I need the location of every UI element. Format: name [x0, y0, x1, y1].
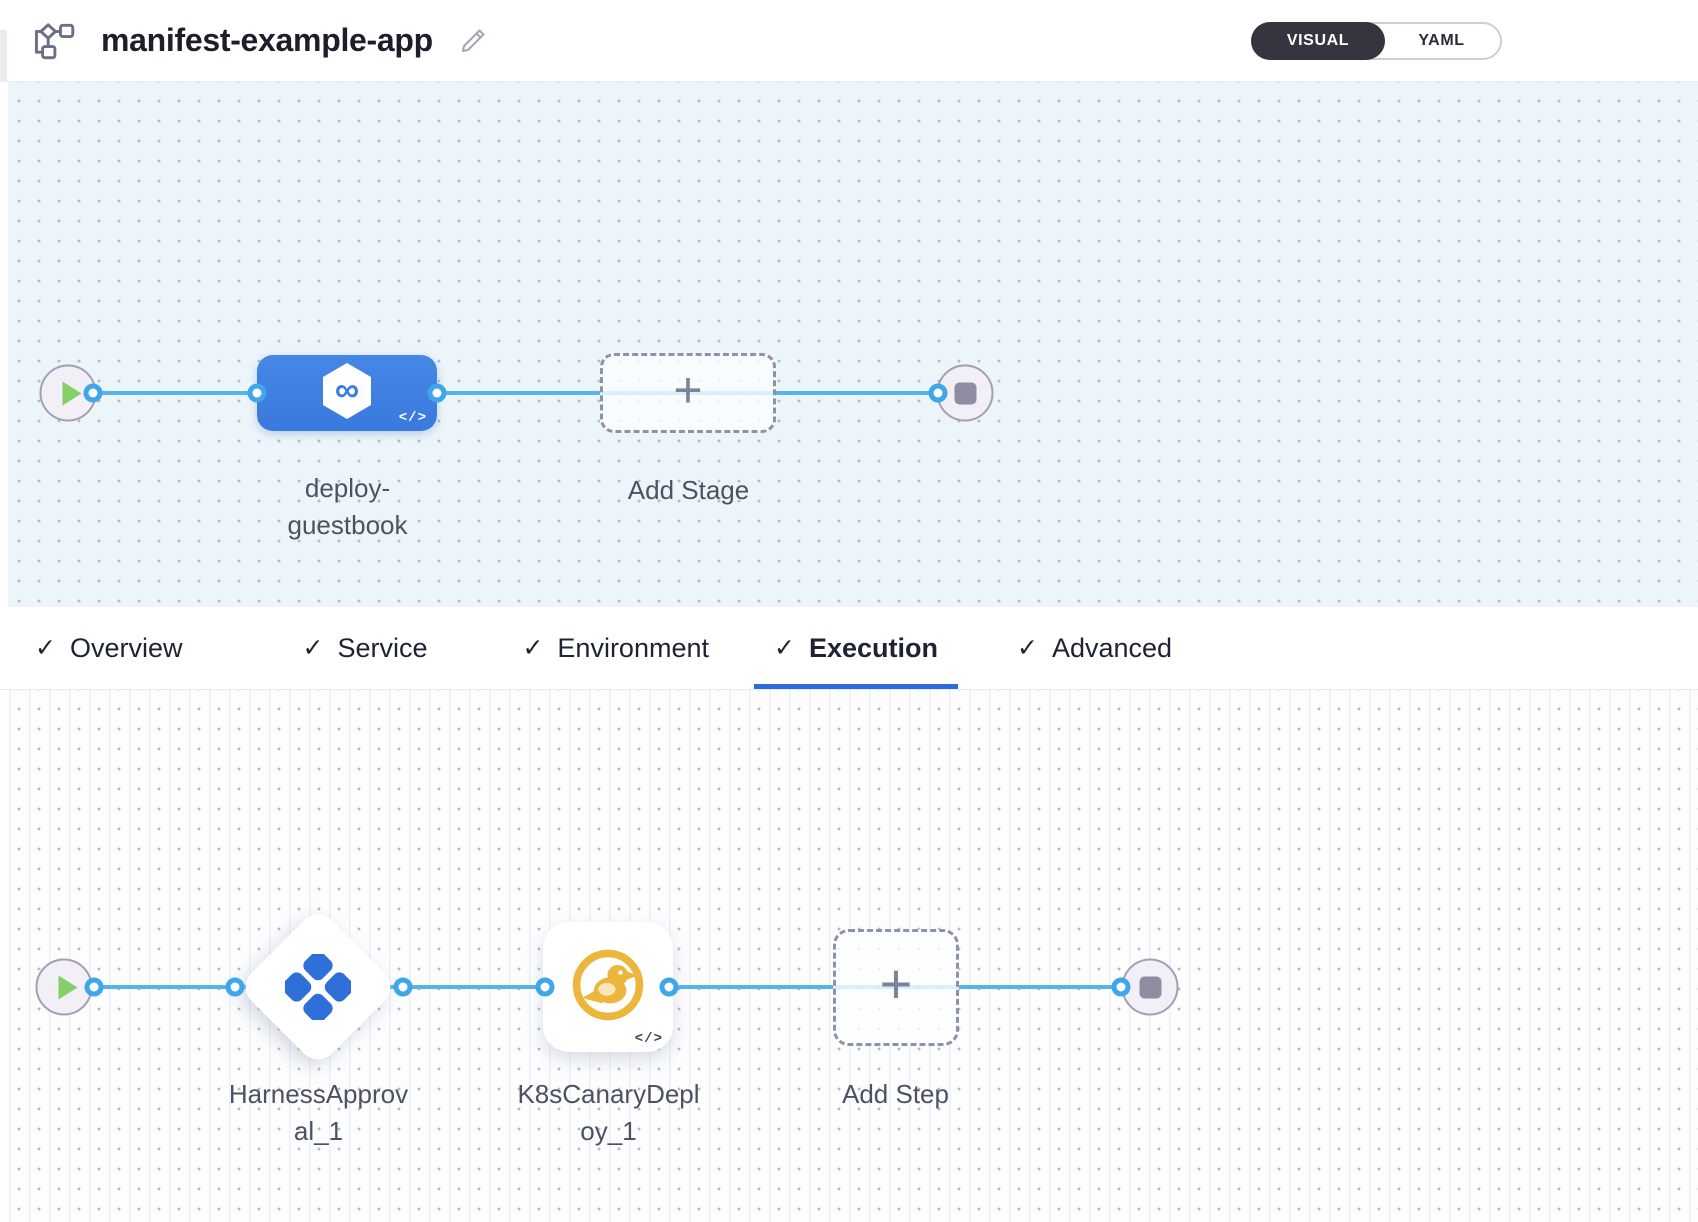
connector-point	[659, 977, 679, 997]
stop-icon	[954, 382, 976, 404]
add-stage-label: Add Stage	[627, 475, 750, 505]
check-icon: ✓	[302, 634, 324, 662]
approval-diamonds-icon	[261, 930, 375, 1044]
connector-point	[83, 383, 103, 403]
yaml-code-badge: </>	[398, 410, 427, 426]
header-left: manifest-example-app	[0, 22, 487, 60]
tab-service[interactable]: ✓ Service	[282, 607, 447, 689]
tab-label: Environment	[557, 632, 709, 663]
tab-label: Overview	[69, 632, 183, 663]
header: manifest-example-app VISUAL YAML	[0, 0, 1698, 82]
yaml-toggle-button[interactable]: YAML	[1418, 32, 1465, 49]
tab-label: Advanced	[1051, 632, 1173, 663]
tab-advanced[interactable]: ✓ Advanced	[997, 607, 1192, 689]
visual-toggle-button[interactable]: VISUAL	[1251, 22, 1385, 60]
stop-icon	[1139, 976, 1161, 998]
plus-icon: +	[673, 362, 703, 418]
pipeline-flowchart-icon	[33, 22, 79, 60]
stage-config-tabs: ✓ Overview ✓ Service ✓ Environment ✓ Exe…	[0, 607, 1698, 690]
step-node-k8s-canary-deploy[interactable]: </>	[543, 922, 673, 1052]
plus-icon: +	[879, 952, 913, 1016]
stage-canvas[interactable]: ∞ </> + deploy-guestbook Add Stage	[0, 82, 1698, 607]
add-step-button[interactable]: +	[833, 929, 959, 1046]
connector-point	[225, 977, 245, 997]
connector-line	[68, 391, 965, 395]
tab-label: Service	[337, 632, 428, 663]
step-label: K8sCanaryDeploy_1	[517, 1079, 700, 1146]
check-icon: ✓	[774, 634, 795, 662]
execution-canvas[interactable]: </> + HarnessApproval_1 K8sCanaryDeploy_…	[0, 690, 1698, 1222]
edit-pencil-icon[interactable]	[459, 27, 487, 55]
pipeline-end-node	[936, 364, 994, 422]
tab-execution[interactable]: ✓ Execution	[754, 607, 958, 689]
connector-point	[928, 383, 948, 403]
pipeline-title: manifest-example-app	[101, 22, 433, 58]
step-node-harness-approval[interactable]	[237, 906, 399, 1068]
check-icon: ✓	[522, 634, 544, 662]
cd-infinity-hexagon-icon: ∞	[319, 361, 375, 426]
view-mode-toggle: VISUAL YAML	[1251, 22, 1502, 60]
tab-label: Execution	[808, 632, 938, 663]
stage-label: deploy-guestbook	[287, 473, 408, 540]
yaml-code-badge: </>	[634, 1031, 663, 1047]
tab-environment[interactable]: ✓ Environment	[502, 607, 729, 689]
connector-point	[84, 977, 104, 997]
check-icon: ✓	[1016, 634, 1038, 662]
add-stage-button[interactable]: +	[600, 353, 776, 433]
add-step-label: Add Step	[842, 1079, 949, 1109]
connector-point	[247, 383, 267, 403]
connector-point	[1111, 977, 1131, 997]
svg-text:∞: ∞	[335, 371, 359, 409]
left-edge-strip	[0, 30, 7, 82]
step-label: HarnessApproval_1	[228, 1079, 409, 1146]
canary-bird-icon	[569, 946, 647, 1029]
check-icon: ✓	[35, 634, 56, 662]
connector-point	[535, 977, 555, 997]
connector-point	[393, 977, 413, 997]
connector-point	[427, 383, 447, 403]
play-icon	[58, 975, 77, 999]
play-icon	[62, 381, 81, 405]
tab-overview[interactable]: ✓ Overview	[15, 607, 202, 689]
stage-node-deploy-guestbook[interactable]: ∞ </>	[257, 355, 437, 431]
